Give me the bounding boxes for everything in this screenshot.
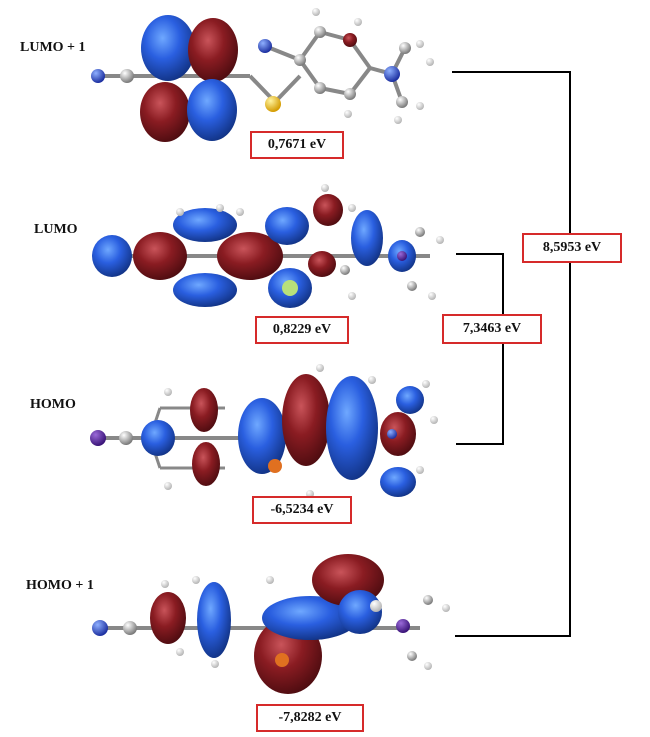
lumo-molecule [92, 184, 444, 308]
energy-value: -7,8282 eV [278, 710, 342, 725]
energy-box-lumo: 0,8229 eV [255, 316, 349, 344]
homo-plus-1-molecule [92, 554, 450, 694]
orbital-label-lumo: LUMO [34, 222, 78, 237]
energy-value: -6,5234 eV [270, 502, 334, 517]
lumo-plus-1-to-homo-plus-1-bracket [452, 71, 571, 637]
gap-connectors [452, 71, 571, 637]
energy-value: 0,8229 eV [272, 322, 332, 337]
gap-box-lumo-homo: 7,3463 eV [442, 314, 542, 344]
orbital-label-homo: HOMO [30, 397, 76, 412]
gap-value: 7,3463 eV [462, 321, 522, 336]
energy-box-homo: -6,5234 eV [252, 496, 352, 524]
orbital-label-lumo-plus-1: LUMO + 1 [20, 40, 86, 55]
gap-value: 8,5953 eV [542, 240, 602, 255]
gap-box-lumo-plus-1-homo-plus-1: 8,5953 eV [522, 233, 622, 263]
homo-molecule [90, 364, 438, 498]
energy-value: 0,7671 eV [267, 137, 327, 152]
lumo-plus-1-molecule [91, 8, 434, 142]
lumo-to-homo-bracket [456, 253, 504, 445]
energy-box-homo-plus-1: -7,8282 eV [256, 704, 364, 732]
energy-box-lumo-plus-1: 0,7671 eV [250, 131, 344, 159]
orbital-label-homo-plus-1: HOMO + 1 [26, 578, 94, 593]
